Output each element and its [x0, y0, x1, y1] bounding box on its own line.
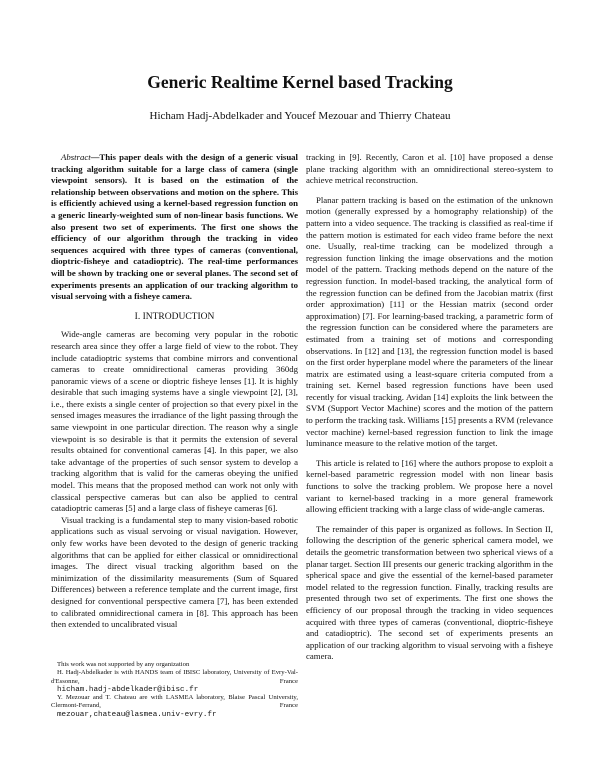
footnote-email: hicham.hadj-abdelkader@ibisc.fr: [57, 685, 199, 694]
paragraph: tracking in [9]. Recently, Caron et al. …: [306, 152, 553, 186]
footnote: Y. Mezouar and T. Chateau are with LASME…: [51, 694, 298, 710]
section-heading: I. INTRODUCTION: [134, 311, 215, 322]
right-column: tracking in [9]. Recently, Caron et al. …: [306, 152, 553, 663]
abstract-label: Abstract: [61, 152, 91, 162]
author-list: Hicham Hadj-Abdelkader and Youcef Mezoua…: [149, 110, 451, 122]
left-column: Abstract—This paper deals with the desig…: [51, 152, 298, 631]
abstract: Abstract—This paper deals with the desig…: [51, 152, 298, 303]
paragraph: This article is related to [16] where th…: [306, 457, 553, 515]
paragraph: Visual tracking is a fundamental step to…: [51, 514, 298, 630]
footnote: This work was not supported by any organ…: [57, 661, 190, 668]
paragraph: Wide-angle cameras are becoming very pop…: [51, 329, 298, 514]
footnote: H. Hadj-Abdelkader is with HANDS team of…: [51, 669, 298, 685]
paper-title: Generic Realtime Kernel based Tracking: [147, 72, 453, 92]
abstract-text: —This paper deals with the design of a g…: [51, 152, 298, 302]
paragraph: The remainder of this paper is organized…: [306, 523, 553, 662]
footnotes: This work was not supported by any organ…: [51, 661, 298, 719]
footnote-email: mezouar,chateau@lasmea.univ-evry.fr: [57, 710, 217, 719]
paragraph: Planar pattern tracking is based on the …: [306, 194, 553, 449]
